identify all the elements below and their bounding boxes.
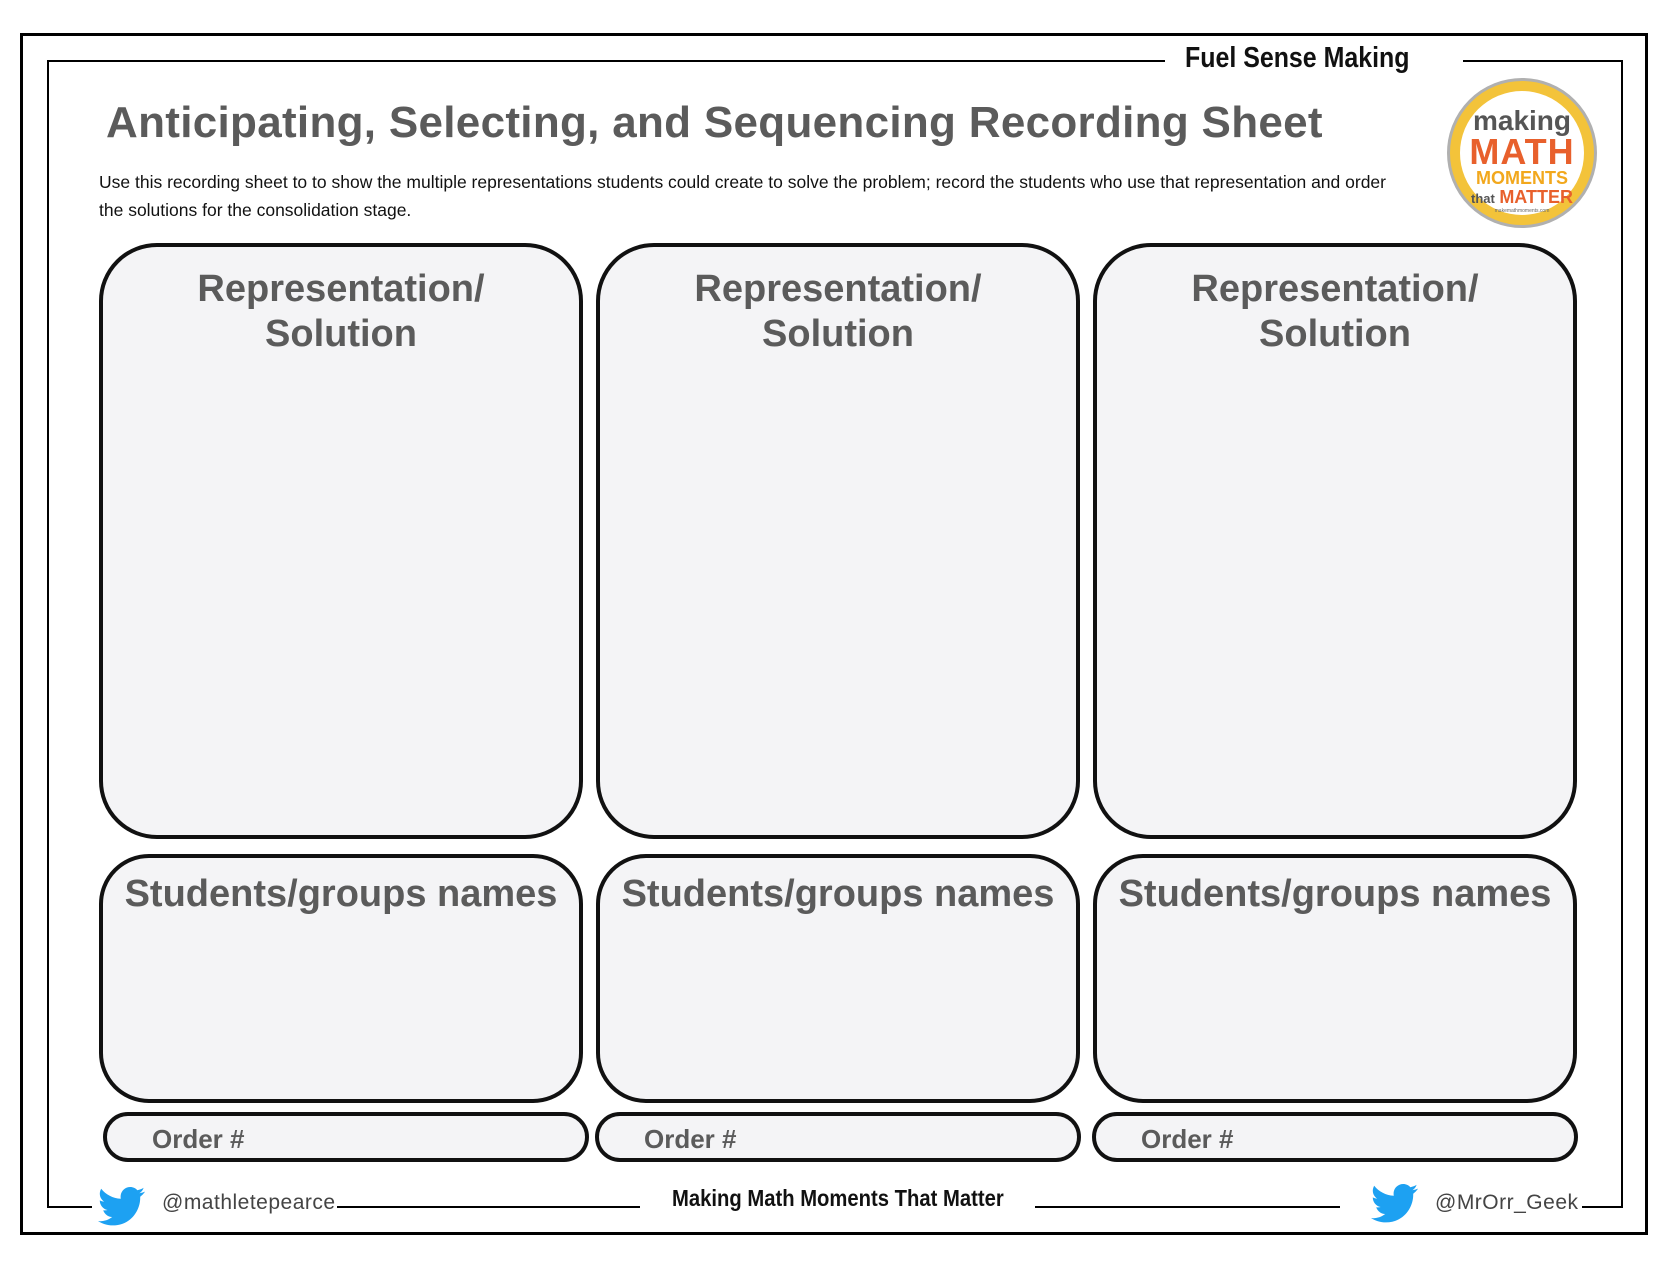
logo-word-moments: MOMENTS <box>1476 168 1568 188</box>
students-box-3[interactable]: Students/groups names <box>1093 854 1577 1103</box>
logo-word-math: MATH <box>1469 131 1575 172</box>
logo-word-making: making <box>1472 105 1572 136</box>
footer-center-text: Making Math Moments That Matter <box>672 1185 1004 1211</box>
order-box-1[interactable]: Order # <box>103 1112 589 1162</box>
representation-box-1[interactable]: Representation/ Solution <box>99 243 583 839</box>
page-title: Anticipating, Selecting, and Sequencing … <box>106 98 1323 147</box>
students-label: Students/groups names <box>1118 873 1552 915</box>
order-box-3[interactable]: Order # <box>1092 1112 1578 1162</box>
logo-word-that: that <box>1471 191 1495 206</box>
twitter-bird-icon <box>1371 1184 1418 1223</box>
making-math-moments-logo: making MATH MOMENTS that MATTER makemath… <box>1447 78 1597 228</box>
students-label: Students/groups names <box>124 873 558 915</box>
order-box-2[interactable]: Order # <box>595 1112 1081 1162</box>
border-gap-top <box>1165 55 1463 67</box>
instructions-text: Use this recording sheet to to show the … <box>99 172 1386 220</box>
representation-label: Representation/ Solution <box>197 268 485 355</box>
page-outer-border <box>20 33 1648 1235</box>
representation-label: Representation/ Solution <box>694 268 982 355</box>
footer-right-handle[interactable]: @MrOrr_Geek <box>1435 1191 1579 1214</box>
students-label: Students/groups names <box>621 873 1055 915</box>
border-gap-bottom-left <box>92 1198 337 1214</box>
logo-inner-circle: making MATH MOMENTS that MATTER makemath… <box>1460 91 1584 215</box>
fuel-sense-making-tag: Fuel Sense Making <box>1185 42 1410 74</box>
border-gap-bottom-center <box>640 1198 1035 1214</box>
footer-left-handle[interactable]: @mathletepearce <box>162 1191 336 1214</box>
representation-box-3[interactable]: Representation/ Solution <box>1093 243 1577 839</box>
order-label: Order # <box>1141 1124 1234 1154</box>
students-box-2[interactable]: Students/groups names <box>596 854 1080 1103</box>
representation-box-2[interactable]: Representation/ Solution <box>596 243 1080 839</box>
order-label: Order # <box>152 1124 245 1154</box>
logo-word-matter: MATTER <box>1499 187 1573 207</box>
logo-url: makemathmoments.com <box>1494 208 1550 214</box>
order-label: Order # <box>644 1124 737 1154</box>
logo-that-matter: that MATTER <box>1471 187 1573 207</box>
twitter-bird-icon <box>98 1187 145 1226</box>
students-box-1[interactable]: Students/groups names <box>99 854 583 1103</box>
representation-label: Representation/ Solution <box>1191 268 1479 355</box>
